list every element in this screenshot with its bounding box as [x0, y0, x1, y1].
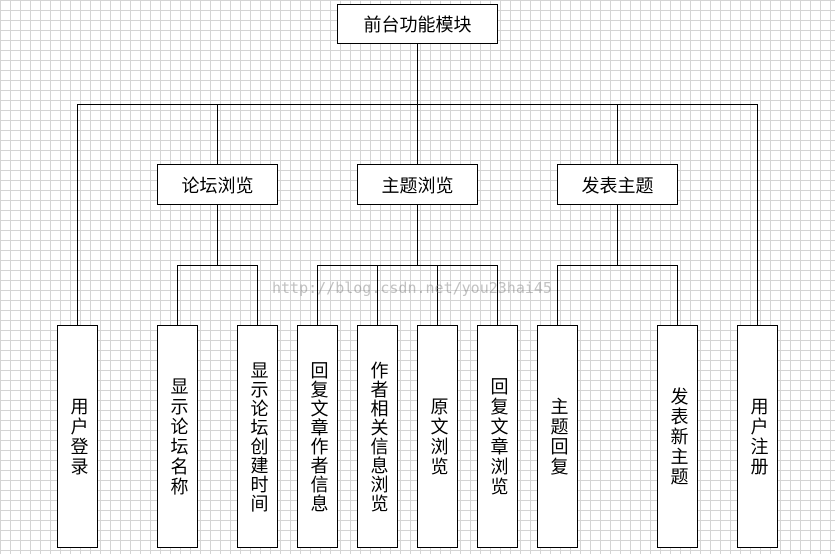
group-label: 发表主题	[581, 175, 654, 197]
leaf-label: 回复文章浏览	[487, 376, 509, 497]
leaf-label: 显示论坛创建时间	[247, 360, 269, 513]
leaf-node-author-info-browse: 作者相关信息浏览	[357, 325, 398, 548]
group-node-topic-browse: 主题浏览	[357, 164, 478, 205]
root-node: 前台功能模块	[337, 4, 498, 44]
leaf-node-forum-created-time: 显示论坛创建时间	[237, 325, 278, 548]
group-node-post-topic: 发表主题	[557, 164, 678, 205]
group-label: 主题浏览	[381, 175, 454, 197]
group-label: 论坛浏览	[181, 175, 254, 197]
leaf-label: 作者相关信息浏览	[367, 360, 389, 513]
leaf-node-user-login: 用户登录	[57, 325, 98, 548]
watermark-text: http://blog.csdn.net/you23hai45	[272, 279, 552, 297]
leaf-node-original-browse: 原文浏览	[417, 325, 458, 548]
leaf-node-forum-name: 显示论坛名称	[157, 325, 198, 548]
leaf-label: 发表新主题	[667, 386, 689, 487]
leaf-label: 用户登录	[67, 396, 89, 477]
leaf-label: 原文浏览	[427, 396, 449, 477]
leaf-label: 回复文章作者信息	[307, 360, 329, 513]
root-label: 前台功能模块	[363, 15, 472, 36]
leaf-node-new-topic: 发表新主题	[657, 325, 698, 548]
leaf-node-topic-reply: 主题回复	[537, 325, 578, 548]
leaf-node-reply-author-info: 回复文章作者信息	[297, 325, 338, 548]
leaf-label: 主题回复	[547, 396, 569, 477]
leaf-label: 用户注册	[747, 396, 769, 477]
leaf-node-user-register: 用户注册	[737, 325, 778, 548]
leaf-node-reply-browse: 回复文章浏览	[477, 325, 518, 548]
group-node-forum-browse: 论坛浏览	[157, 164, 278, 205]
leaf-label: 显示论坛名称	[167, 376, 189, 497]
